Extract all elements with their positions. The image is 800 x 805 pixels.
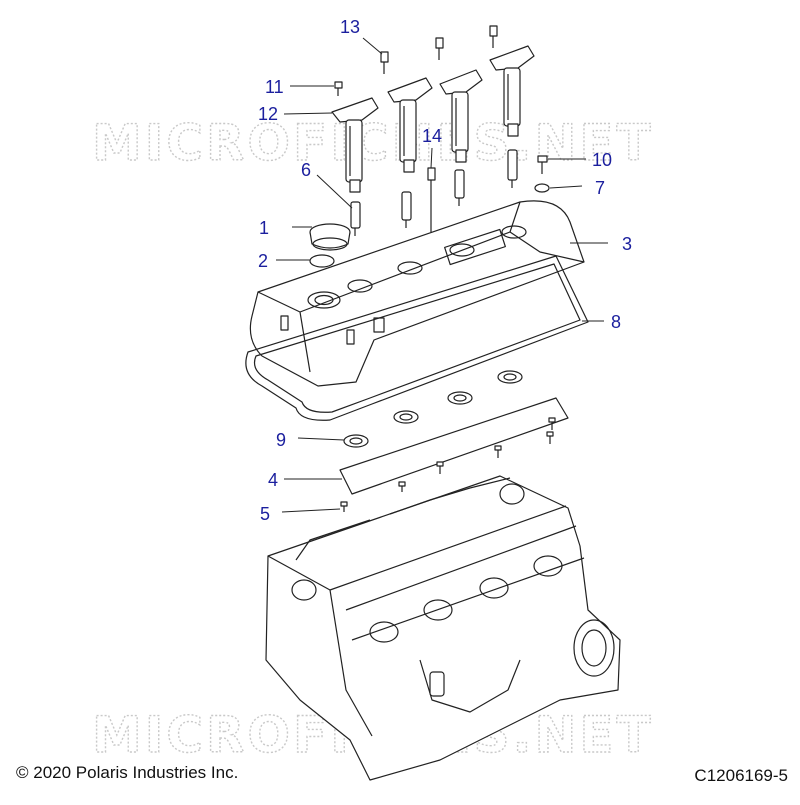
callout-13: 13	[340, 17, 361, 37]
valve-cover-gasket	[245, 255, 589, 421]
callout-3: 3	[622, 234, 633, 254]
callout-1: 1	[259, 218, 270, 238]
callout-5: 5	[260, 504, 271, 524]
ignition-coil-4	[489, 45, 535, 137]
spark-plug-seals	[343, 370, 523, 448]
cylinder-head	[265, 475, 621, 781]
callout-11: 11	[265, 77, 284, 97]
watermark-top: MICROFICHES.NET	[92, 114, 654, 172]
spark-plugs	[350, 149, 518, 236]
callout-2: 2	[258, 251, 269, 271]
valve-cover	[249, 200, 585, 387]
callout-7: 7	[595, 178, 606, 198]
leader-lines	[276, 37, 608, 513]
figure-id: C1206169-5	[694, 766, 788, 785]
ignition-coil-1	[331, 97, 379, 193]
callout-10: 10	[592, 150, 613, 170]
callout-9: 9	[276, 430, 287, 450]
gasket-inner-edge	[253, 263, 581, 413]
copyright-notice: © 2020 Polaris Industries Inc.	[16, 763, 239, 782]
cap-o-ring	[309, 254, 335, 268]
callout-4: 4	[268, 470, 279, 490]
callout-6: 6	[301, 160, 312, 180]
ignition-coil-3	[439, 69, 483, 163]
callout-12: 12	[258, 104, 279, 124]
oil-fill-cap	[309, 223, 351, 251]
ignition-coil-2	[387, 77, 433, 173]
plate-screws	[340, 417, 556, 512]
screw-10	[537, 155, 548, 174]
baffle-plate	[339, 397, 569, 495]
callout-8: 8	[611, 312, 622, 332]
washer-7	[534, 183, 550, 193]
callout-14: 14	[422, 126, 443, 146]
coil-bolts	[334, 25, 498, 96]
